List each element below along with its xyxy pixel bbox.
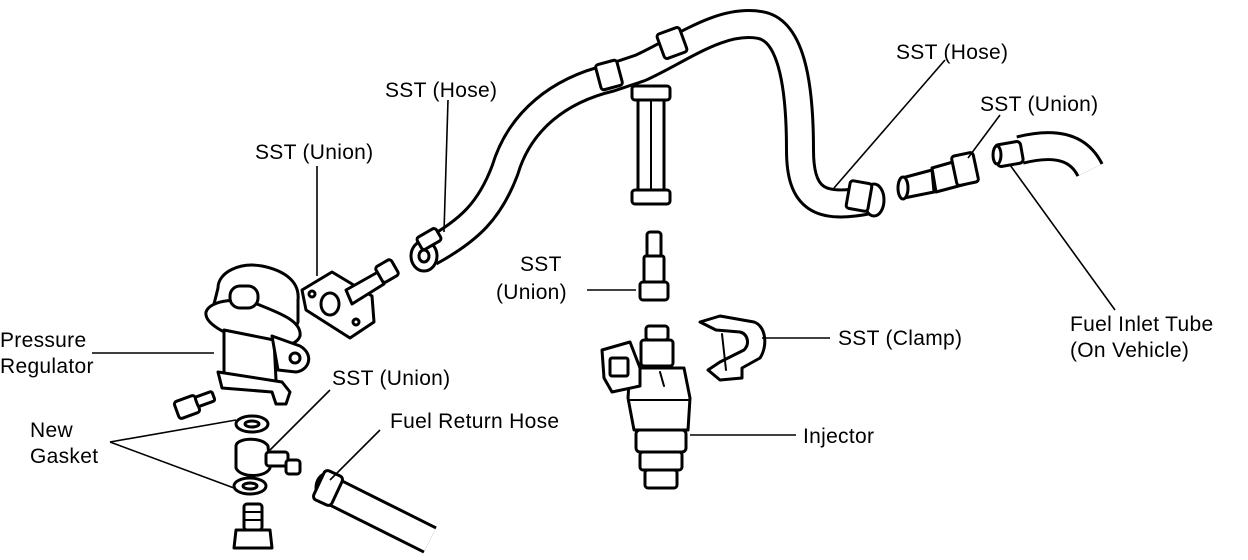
- label-sst-union-lower: SST (Union): [332, 367, 451, 390]
- label-pressure-regulator-line2: Regulator: [0, 355, 94, 378]
- label-injector: Injector: [803, 425, 875, 448]
- label-sst-hose-right: SST (Hose): [896, 41, 1009, 64]
- new-gasket-parts: [232, 414, 270, 496]
- sst-clamp-part: [698, 314, 767, 382]
- label-fuel-inlet-tube-line1: Fuel Inlet Tube: [1070, 313, 1214, 336]
- injector-part: [600, 324, 692, 490]
- label-pressure-regulator-line1: Pressure: [0, 329, 87, 352]
- label-sst-clamp: SST (Clamp): [838, 327, 963, 350]
- sst-union-center-part: [638, 230, 670, 302]
- fuel-return-hose-part: [311, 469, 437, 554]
- sst-union-lower-part: [234, 437, 302, 477]
- label-new-gasket-line1: New: [30, 419, 73, 442]
- label-fuel-inlet-tube-line2: (On Vehicle): [1070, 339, 1190, 362]
- label-sst-union-left: SST (Union): [255, 141, 374, 164]
- label-sst-union-center-line2: (Union): [496, 281, 567, 304]
- fuel-inlet-tube-part: [991, 131, 1104, 178]
- union-bolt-part: [232, 502, 274, 550]
- hose-clamps: [415, 26, 874, 251]
- leader-lines: [92, 59, 1116, 489]
- label-sst-union-center-line1: SST: [520, 253, 562, 276]
- label-fuel-return-hose: Fuel Return Hose: [390, 410, 560, 433]
- label-sst-hose-left: SST (Hose): [385, 79, 498, 102]
- sst-union-right-part: [896, 151, 980, 201]
- label-new-gasket-line2: Gasket: [30, 445, 99, 468]
- regulator-bolt-part: [172, 390, 217, 420]
- pressure-regulator-part: [204, 263, 311, 406]
- sst-union-left-part: [300, 258, 400, 340]
- label-sst-union-right: SST (Union): [980, 93, 1099, 116]
